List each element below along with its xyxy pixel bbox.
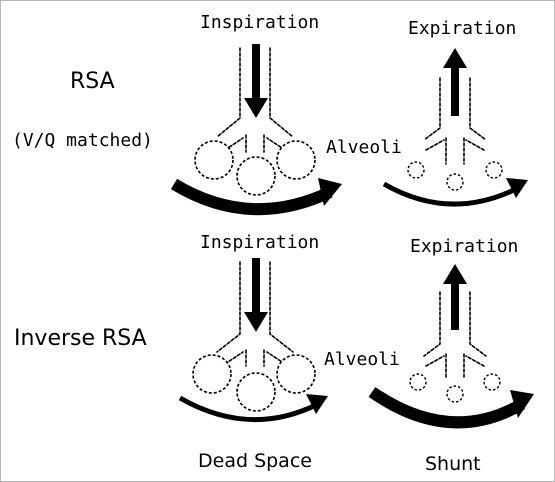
row-label-inverse-rsa: Inverse RSA xyxy=(14,326,147,351)
airflow-arrow-shaft xyxy=(451,282,459,330)
blood-flow-arrowhead xyxy=(306,394,328,414)
airflow-arrow-head xyxy=(443,264,467,284)
lung-unit-inverse-expiration xyxy=(409,264,501,403)
airflow-arrow-head xyxy=(244,312,268,332)
lung-unit-rsa-expiration xyxy=(407,48,503,191)
blood-flow-arrowhead xyxy=(506,178,528,198)
blood-flow-arrow-thick xyxy=(368,387,526,429)
panel-title-expiration-bottom: Expiration xyxy=(410,236,518,257)
caption-shunt: Shunt xyxy=(425,453,481,475)
lung-unit-inverse-inspiration xyxy=(192,258,316,412)
row-label-rsa: RSA xyxy=(70,69,115,94)
blood-flow-arrow-thick xyxy=(170,178,333,216)
blood-flow-arrow-thin xyxy=(382,181,520,207)
airflow-arrow-shaft xyxy=(252,258,260,314)
row-sublabel-vq-matched: (V/Q matched) xyxy=(12,130,153,151)
alveoli-label-bottom: Alveoli xyxy=(324,349,400,370)
panel-title-expiration-top: Expiration xyxy=(408,18,516,39)
blood-flow-arrowhead xyxy=(318,178,342,206)
panel-title-inspiration-top: Inspiration xyxy=(200,12,319,33)
alveoli-label-top: Alveoli xyxy=(326,137,402,158)
caption-dead-space: Dead Space xyxy=(198,450,312,472)
airflow-arrow-head xyxy=(244,98,268,118)
airflow-arrow-shaft xyxy=(451,66,459,116)
airflow-arrow-shaft xyxy=(252,44,260,100)
blood-flow-arrowhead xyxy=(510,390,534,418)
lung-unit-rsa-inspiration xyxy=(194,44,316,196)
blood-flow-arrow-thin xyxy=(178,395,320,423)
panel-title-inspiration-bottom: Inspiration xyxy=(200,232,319,253)
airflow-arrow-head xyxy=(443,48,467,68)
